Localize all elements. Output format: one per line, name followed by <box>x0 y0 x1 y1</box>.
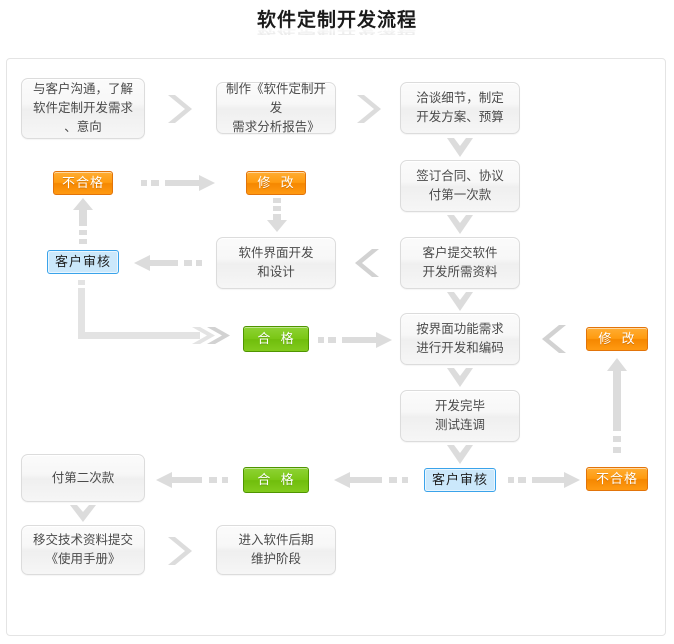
connector-dashed-arrow-left-1 <box>134 254 206 272</box>
badge-not-qualified-bottom[interactable]: 不合格 <box>586 467 648 491</box>
badge-modify-top[interactable]: 修 改 <box>246 171 306 195</box>
connector-arrow-down-2 <box>446 214 474 236</box>
node-communicate-requirements[interactable]: 与客户沟通，了解 软件定制开发需求 、意向 <box>21 78 145 139</box>
connector-chevron-left-2 <box>541 323 567 355</box>
badge-qualified-bottom[interactable]: 合 格 <box>243 467 309 493</box>
badge-modify-right[interactable]: 修 改 <box>586 327 648 351</box>
connector-chevron-right-1 <box>165 93 193 125</box>
node-client-submit-materials[interactable]: 客户提交软件 开发所需资料 <box>400 237 520 289</box>
badge-client-review-bottom[interactable]: 客户审核 <box>424 468 496 492</box>
node-maintenance-phase[interactable]: 进入软件后期 维护阶段 <box>216 525 336 575</box>
connector-dashed-arrow-left-3 <box>156 471 234 489</box>
connector-dashed-arrow-left-2 <box>334 471 414 489</box>
node-sign-contract-first-payment[interactable]: 签订合同、协议 付第一次款 <box>400 160 520 212</box>
node-requirement-report[interactable]: 制作《软件定制开发 需求分析报告》 <box>216 82 336 134</box>
connector-arrow-down-5 <box>446 444 474 466</box>
badge-client-review-top[interactable]: 客户审核 <box>47 250 119 274</box>
connector-dashed-arrow-up-2 <box>606 358 628 458</box>
node-develop-coding[interactable]: 按界面功能需求 进行开发和编码 <box>400 313 520 365</box>
badge-not-qualified-top[interactable]: 不合格 <box>53 171 113 195</box>
connector-arrow-down-6 <box>69 504 97 524</box>
connector-dashed-arrow-down-1 <box>266 198 288 234</box>
node-second-payment[interactable]: 付第二次款 <box>21 454 145 502</box>
connector-chevron-left-1 <box>354 247 380 279</box>
connector-dashed-arrow-right-1 <box>141 174 215 192</box>
node-dev-complete-testing[interactable]: 开发完毕 测试连调 <box>400 390 520 442</box>
connector-arrow-down-3 <box>446 291 474 313</box>
connector-chevron-right-3 <box>165 535 193 567</box>
connector-chevron-right-2 <box>354 93 382 125</box>
node-ui-design[interactable]: 软件界面开发 和设计 <box>216 237 336 289</box>
page-title: 软件定制开发流程 <box>256 10 417 31</box>
title-area: 软件定制开发流程 软件定制开发流程 <box>0 8 674 53</box>
node-handover-manual[interactable]: 移交技术资料提交 《使用手册》 <box>21 525 145 575</box>
connector-dashed-arrow-right-3 <box>508 471 580 489</box>
connector-dashed-arrow-up-1 <box>72 198 94 246</box>
connector-arrow-down-1 <box>446 137 474 159</box>
connector-dashed-arrow-right-2 <box>318 331 392 349</box>
connector-elbow-arrow-right-1 <box>74 280 234 350</box>
connector-arrow-down-4 <box>446 367 474 389</box>
badge-qualified-middle[interactable]: 合 格 <box>243 326 309 352</box>
node-negotiate-plan-budget[interactable]: 洽谈细节，制定 开发方案、预算 <box>400 82 520 134</box>
